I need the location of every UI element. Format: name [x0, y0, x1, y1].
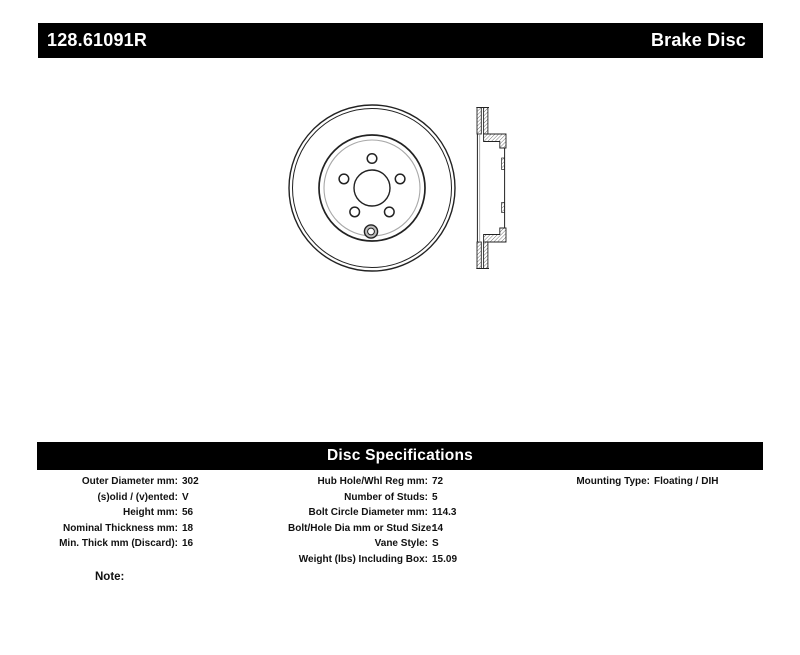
- bolt-hole-section-notch: [501, 157, 505, 170]
- spec-row: Hub Hole/Whl Reg mm: 72: [288, 474, 518, 490]
- bottom-outboard-plate-section: [476, 241, 482, 269]
- spec-row: Bolt/Hole Dia mm or Stud Size:14: [288, 521, 518, 537]
- stud-hole: [349, 206, 361, 218]
- spec-value: 114.3: [432, 507, 457, 518]
- spec-label: Bolt/Hole Dia mm or Stud Size:: [288, 522, 435, 534]
- hat-bottom-flange-section: [483, 227, 507, 243]
- header-bar: 128.61091R Brake Disc: [38, 23, 763, 58]
- spec-value: 15.09: [432, 553, 458, 565]
- spec-label: Nominal Thickness mm:: [62, 522, 178, 534]
- spec-row: Weight (lbs) Including Box: 15.09: [288, 552, 518, 568]
- hat-top-flange-section: [483, 133, 507, 149]
- spec-row: (s)olid / (v)ented: V: [38, 490, 268, 506]
- stud-hole: [394, 173, 406, 185]
- spec-value: 5: [432, 491, 438, 503]
- spec-value: 16: [182, 538, 194, 549]
- top-inboard-plate-section: [483, 107, 489, 135]
- top-outboard-plate-section: [476, 107, 482, 135]
- spec-label: Number of Studs:: [344, 491, 428, 503]
- part-number: 128.61091R: [47, 30, 148, 50]
- spec-value: V: [182, 491, 189, 503]
- spec-label: Weight (lbs) Including Box:: [298, 553, 428, 565]
- spec-row: Vane Style: S: [288, 536, 518, 552]
- spec-row: Bolt Circle Diameter mm: 114.3: [288, 505, 518, 521]
- spec-value: 72: [432, 476, 444, 487]
- spec-label: Bolt Circle Diameter mm:: [308, 507, 428, 518]
- spec-value: 14: [432, 522, 444, 534]
- spec-section-title: Disc Specifications: [327, 447, 473, 464]
- bolt-hole-section-notch: [501, 202, 505, 213]
- outer-diameter-circle: [288, 104, 456, 272]
- spec-label: Height mm:: [123, 507, 178, 518]
- spec-label: Vane Style:: [374, 538, 428, 549]
- set-screw-inner-hole: [367, 227, 375, 236]
- hat-outer-circle: [318, 134, 426, 242]
- brake-disc-technical-drawing: [288, 104, 507, 272]
- stud-holes: [338, 152, 406, 218]
- spec-value: 18: [182, 522, 194, 534]
- spec-row: Height mm: 56: [38, 505, 268, 521]
- spec-value: 302: [182, 476, 199, 487]
- set-screw: [363, 224, 379, 239]
- spec-row: Nominal Thickness mm: 18: [38, 521, 268, 537]
- spec-label: Outer Diameter mm:: [81, 476, 178, 487]
- spec-label: Mounting Type:: [576, 476, 650, 487]
- hub-hole-circle: [353, 169, 391, 207]
- spec-label: Min. Thick mm (Discard):: [59, 538, 178, 549]
- bottom-inboard-plate-section: [483, 241, 489, 269]
- spec-row: Outer Diameter mm: 302: [38, 474, 268, 490]
- spec-value: S: [432, 538, 439, 549]
- spec-row: Min. Thick mm (Discard): 16: [38, 536, 268, 552]
- spec-column-left: Outer Diameter mm: 302 (s)olid / (v)ented:…: [38, 474, 268, 552]
- spec-label: Hub Hole/Whl Reg mm:: [317, 476, 428, 487]
- stud-hole: [366, 152, 378, 165]
- spec-section-bar: Disc Specifications: [37, 442, 763, 470]
- spec-value: 56: [182, 507, 194, 518]
- spec-row: Mounting Type: Floating / DIH: [510, 474, 740, 490]
- spec-label: (s)olid / (v)ented:: [97, 491, 178, 503]
- front-view: [288, 104, 456, 272]
- side-view-cross-section: [476, 107, 507, 269]
- note-label: Note:: [95, 571, 125, 583]
- rim-inner-circle: [292, 108, 452, 268]
- spec-row: Number of Studs: 5: [288, 490, 518, 506]
- stud-hole: [383, 206, 395, 218]
- spec-value: Floating / DIH: [654, 476, 719, 487]
- product-type-title: Brake Disc: [650, 30, 746, 50]
- stud-hole: [338, 173, 350, 185]
- spec-column-right: Mounting Type: Floating / DIH: [510, 474, 740, 490]
